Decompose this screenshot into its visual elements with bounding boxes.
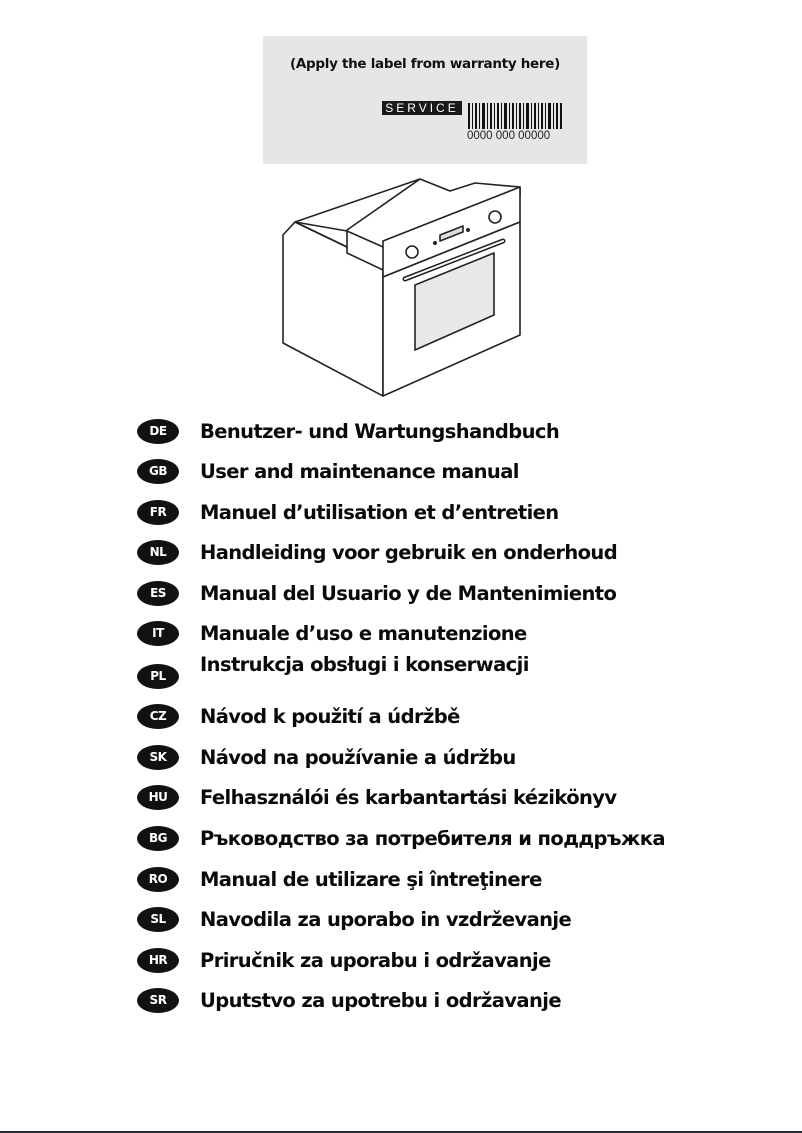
language-badge-pl: PL (137, 663, 179, 689)
manual-title-it: Manuale d’uso e manutenzione (200, 621, 527, 645)
manual-title-sk: Návod na používanie a údržbu (200, 745, 516, 769)
manual-title-row: SK Návod na používanie a údržbu (137, 742, 516, 772)
barcode-icon (468, 103, 562, 129)
manual-title-row: GB User and maintenance manual (137, 456, 519, 486)
page-bottom-divider (0, 1131, 802, 1133)
warranty-instruction: (Apply the label from warranty here) (290, 56, 560, 72)
language-badge-gb: GB (137, 458, 179, 484)
language-badge-sr: SR (137, 987, 179, 1013)
language-badge-es: ES (137, 580, 179, 606)
manual-title-row: CZ Návod k použití a údržbě (137, 701, 460, 731)
manual-title-row: ES Manual del Usuario y de Mantenimiento (137, 578, 617, 608)
manual-title-hr: Priručnik za uporabu i održavanje (200, 948, 551, 972)
manual-title-nl: Handleiding voor gebruik en onderhoud (200, 540, 618, 564)
manual-title-row: SL Navodila za uporabo in vzdrževanje (137, 904, 572, 934)
manual-title-row: HR Priručnik za uporabu i održavanje (137, 945, 551, 975)
manual-title-row: DE Benutzer- und Wartungshandbuch (137, 416, 560, 446)
language-badge-ro: RO (137, 866, 179, 892)
manual-title-sl: Navodila za uporabo in vzdrževanje (200, 907, 572, 931)
language-badge-cz: CZ (137, 703, 179, 729)
manual-title-pl: Instrukcja obsługi i konserwacji (200, 653, 529, 676)
manual-title-sr: Uputstvo za upotrebu i održavanje (200, 988, 562, 1012)
language-badge-nl: NL (137, 539, 179, 565)
manual-title-hu: Felhasználói és karbantartási kézikönyv (200, 785, 617, 809)
service-tag: SERVICE (382, 101, 462, 115)
language-badge-hr: HR (137, 947, 179, 973)
manual-title-row: IT Manuale d’uso e manutenzione (137, 618, 527, 648)
language-badge-sl: SL (137, 906, 179, 932)
manual-title-row: HU Felhasználói és karbantartási kézikön… (137, 782, 617, 812)
barcode-number: 0000 000 00000 (467, 130, 551, 142)
manual-title-es: Manual del Usuario y de Mantenimiento (200, 581, 617, 605)
manual-title-bg: Ръководство за потребителя и поддръжка (200, 826, 666, 850)
warranty-label-area: (Apply the label from warranty here) (263, 36, 587, 164)
manual-title-row: BG Ръководство за потребителя и поддръжк… (137, 823, 666, 853)
language-badge-fr: FR (137, 499, 179, 525)
manual-title-row: FR Manuel d’utilisation et d’entretien (137, 497, 559, 527)
manual-title-cz: Návod k použití a údržbě (200, 704, 460, 728)
language-badge-hu: HU (137, 784, 179, 810)
language-badge-bg: BG (137, 825, 179, 851)
language-badge-it: IT (137, 620, 179, 646)
manual-title-row: SR Uputstvo za upotrebu i održavanje (137, 985, 562, 1015)
manual-title-gb: User and maintenance manual (200, 459, 519, 483)
manual-title-row: RO Manual de utilizare şi întreţinere (137, 864, 542, 894)
oven-illustration-icon (282, 178, 521, 397)
manual-title-row: PL Instrukcja obsługi i konserwacji (137, 653, 529, 691)
language-badge-sk: SK (137, 744, 179, 770)
language-badge-de: DE (137, 418, 179, 444)
manual-title-ro: Manual de utilizare şi întreţinere (200, 867, 542, 891)
manual-title-de: Benutzer- und Wartungshandbuch (200, 419, 560, 443)
manual-title-row: NL Handleiding voor gebruik en onderhoud (137, 537, 618, 567)
manual-title-fr: Manuel d’utilisation et d’entretien (200, 500, 559, 524)
